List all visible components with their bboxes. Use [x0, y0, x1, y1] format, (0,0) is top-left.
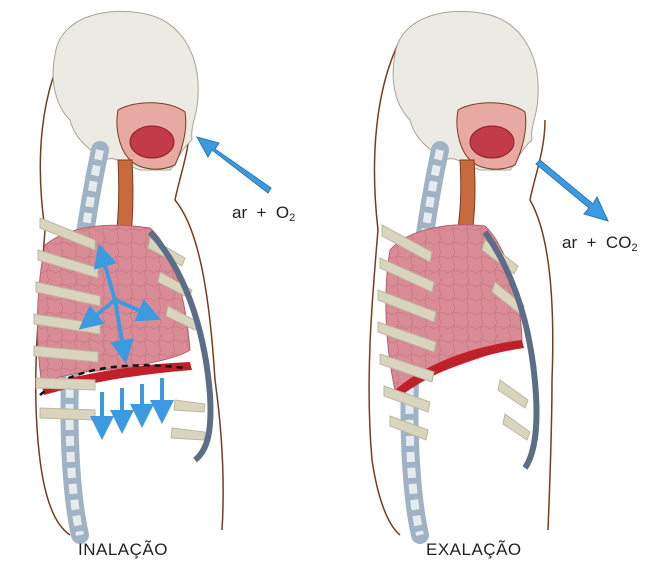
diaphragm-down-arrows — [102, 378, 162, 428]
air-in-arrow — [197, 137, 271, 193]
inhalation-panel — [34, 11, 271, 535]
inhalation-caption: INALAÇÃO — [78, 540, 168, 560]
inhalation-formula-subscript: 2 — [289, 212, 295, 224]
trachea-exhalation — [457, 160, 475, 235]
exhalation-formula-text: ar + CO — [562, 233, 631, 252]
inhalation-formula: ar + O2 — [232, 203, 295, 224]
exhalation-formula: ar + CO2 — [562, 233, 638, 254]
exhalation-panel — [369, 11, 608, 535]
exhalation-formula-subscript: 2 — [631, 242, 637, 254]
inhalation-formula-text: ar + O — [232, 203, 289, 222]
air-out-arrow — [536, 160, 608, 221]
exhalation-caption: EXALAÇÃO — [426, 540, 522, 560]
tongue-exhalation — [470, 126, 514, 158]
tongue-inhalation — [130, 126, 174, 158]
